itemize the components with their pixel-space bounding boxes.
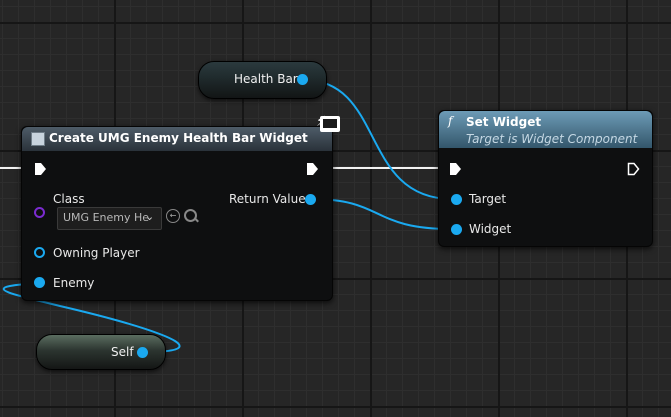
target-label: Target <box>469 192 507 206</box>
create-widget-node[interactable]: Create UMG Enemy Health Bar Widget ⚡ Cla… <box>21 114 340 301</box>
health-bar-output-pin[interactable] <box>297 74 308 85</box>
search-icon[interactable] <box>184 209 199 223</box>
self-label: Self <box>111 345 134 359</box>
set-widget-node[interactable]: f Set Widget Target is Widget Component … <box>438 110 653 247</box>
wire-self-enemy <box>2 283 181 353</box>
self-output-pin[interactable] <box>137 347 148 358</box>
class-label: Class <box>53 192 85 206</box>
widget-pin[interactable] <box>451 224 462 235</box>
create-widget-header: Create UMG Enemy Health Bar Widget ⚡ <box>22 114 340 151</box>
set-widget-subtitle: Target is Widget Component <box>466 132 638 146</box>
owning-player-label: Owning Player <box>53 246 140 260</box>
set-widget-exec-input-pin[interactable] <box>449 162 462 176</box>
health-bar-variable-node[interactable]: Health Bar <box>198 61 327 99</box>
target-pin[interactable] <box>451 194 462 205</box>
widget-label: Widget <box>469 222 512 236</box>
function-icon: f <box>448 114 453 128</box>
monitor-icon <box>320 116 340 132</box>
enemy-pin[interactable] <box>34 277 45 288</box>
exec-input-pin[interactable] <box>34 162 47 176</box>
return-value-label: Return Value <box>229 192 306 206</box>
owning-player-pin[interactable] <box>34 247 45 258</box>
class-input-pin[interactable] <box>34 207 45 218</box>
class-dropdown[interactable]: UMG Enemy He ⌄ <box>57 207 162 230</box>
wire-healthbar-target <box>303 79 453 200</box>
return-value-pin[interactable] <box>305 194 316 205</box>
create-widget-title: Create UMG Enemy Health Bar Widget <box>49 131 308 145</box>
enemy-label: Enemy <box>53 276 95 290</box>
health-bar-label: Health Bar <box>234 72 298 86</box>
exec-output-pin[interactable] <box>306 162 319 176</box>
set-widget-title: Set Widget <box>466 115 542 129</box>
widget-icon <box>31 132 45 146</box>
self-node[interactable]: Self <box>36 334 166 370</box>
set-widget-header: f Set Widget Target is Widget Component <box>439 111 652 148</box>
browse-arrow-icon[interactable]: ← <box>166 209 180 223</box>
wire-return-widget <box>310 198 453 230</box>
class-dropdown-value: UMG Enemy He <box>63 211 150 224</box>
set-widget-exec-output-pin[interactable] <box>627 162 640 176</box>
chevron-down-icon: ⌄ <box>145 210 155 223</box>
